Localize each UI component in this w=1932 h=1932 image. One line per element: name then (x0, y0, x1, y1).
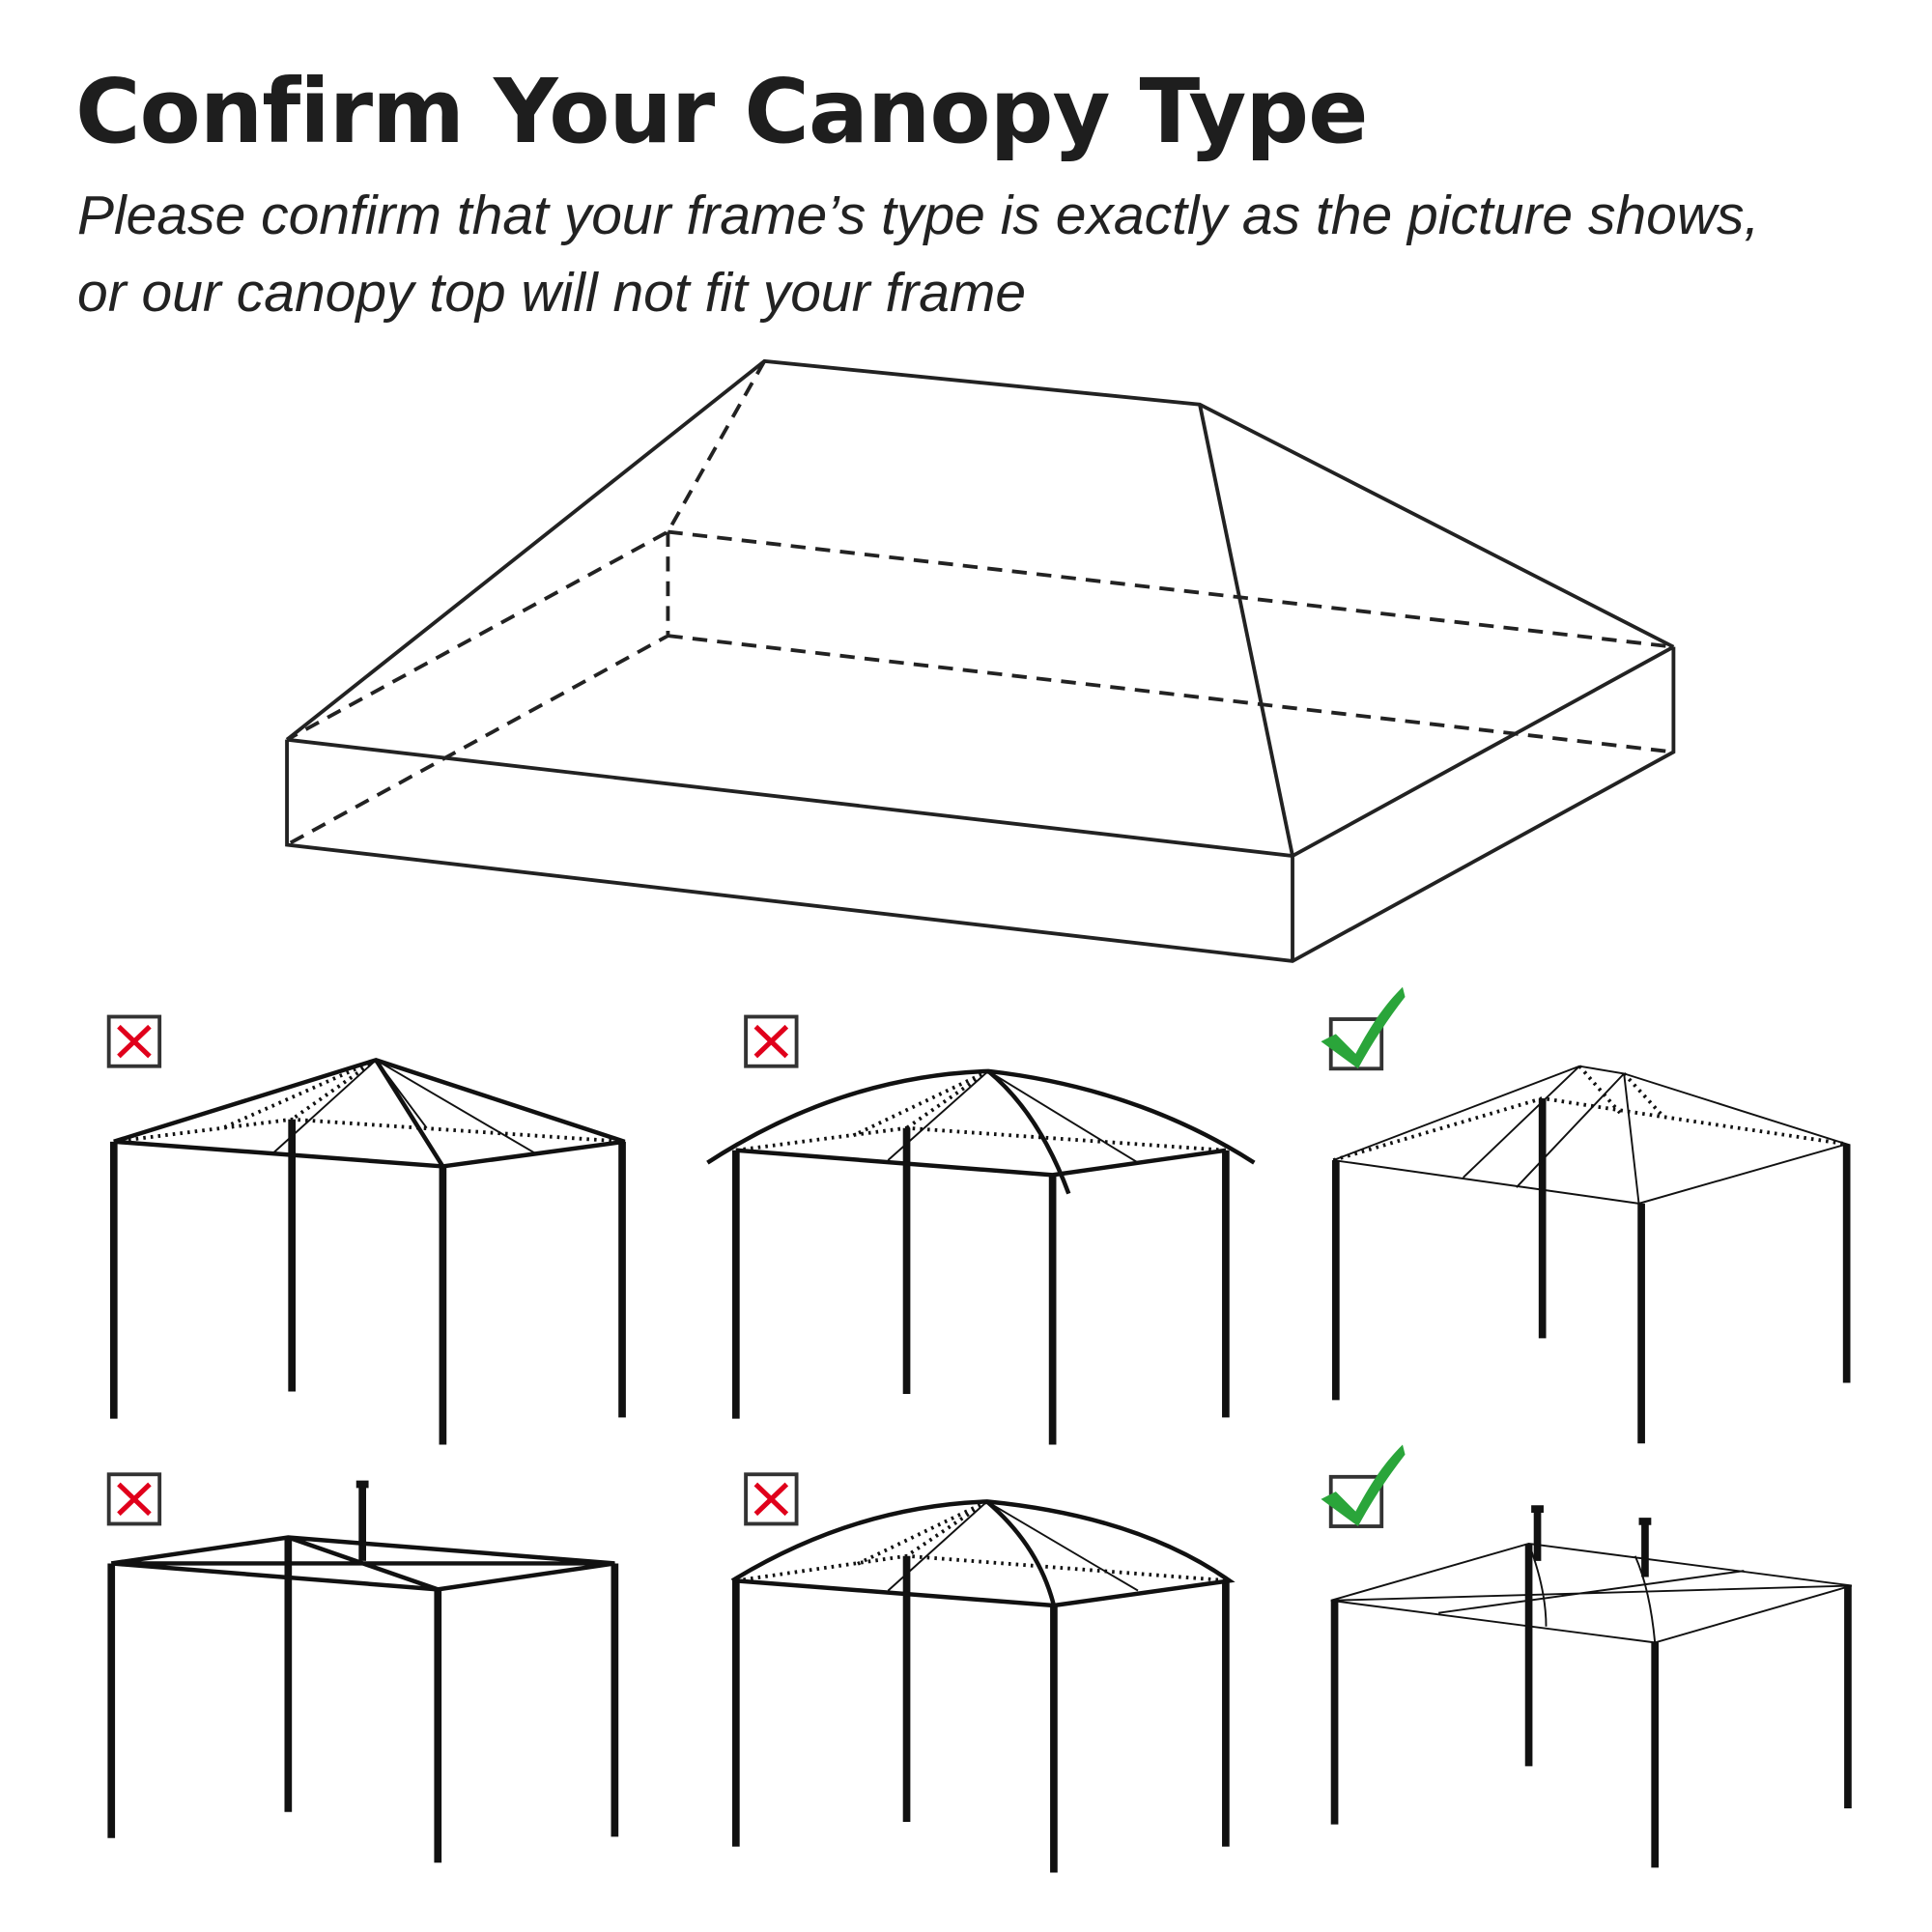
main-canopy-illustration (285, 358, 1676, 963)
incorrect-icon (746, 1016, 796, 1065)
subtitle-line-2: or our canopy top will not fit your fram… (77, 262, 1027, 324)
frame-dome-top (730, 1474, 1236, 1873)
incorrect-icon (109, 1474, 159, 1523)
subtitle-line-1: Please confirm that your frame’s type is… (77, 185, 1760, 246)
frame-flat-ridge-top (1319, 984, 1851, 1444)
frame-flat-top-center-pole (109, 1474, 619, 1863)
incorrect-icon (109, 1016, 159, 1065)
correct-check-icon (1319, 984, 1407, 1071)
frame-pyramid-top (109, 1016, 626, 1445)
frame-double-pole-ridge-top (1319, 1442, 1853, 1868)
correct-check-icon (1319, 1442, 1407, 1528)
frame-arched-pyramid-top (706, 1016, 1256, 1445)
page-title: Confirm Your Canopy Type (75, 60, 1369, 163)
incorrect-icon (746, 1474, 796, 1523)
